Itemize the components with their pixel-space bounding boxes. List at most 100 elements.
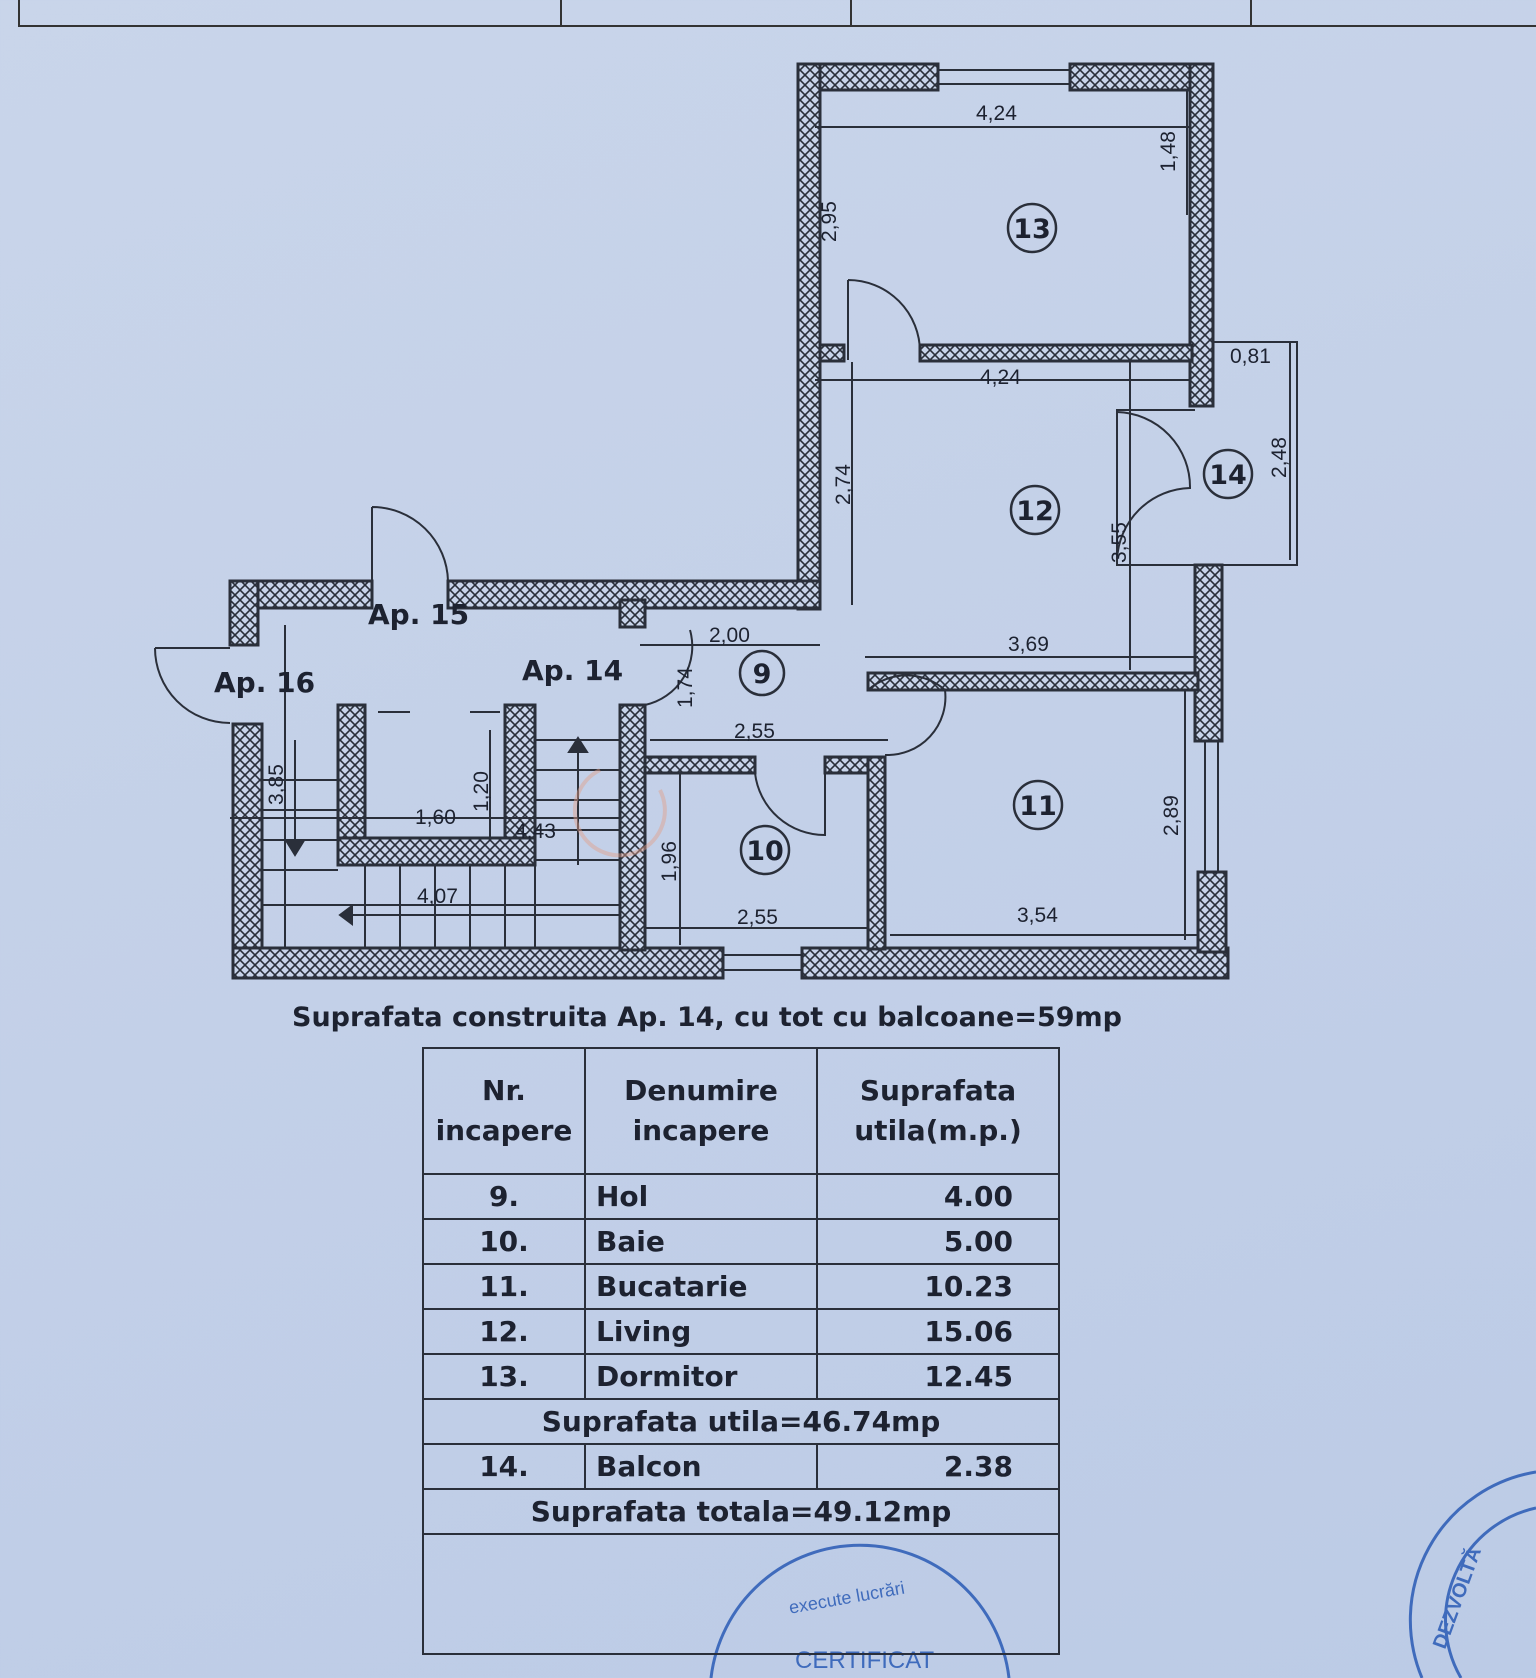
dimension-label: 3,54 bbox=[1017, 904, 1058, 927]
room-name: Balcon bbox=[584, 1443, 818, 1490]
room-name: Dormitor bbox=[584, 1353, 818, 1400]
room-nr: 9. bbox=[422, 1173, 586, 1220]
room-circle bbox=[1006, 202, 1058, 254]
door-arc bbox=[847, 279, 921, 360]
wall bbox=[643, 755, 757, 775]
dimension-label: 1,48 bbox=[1157, 131, 1180, 172]
built-area-caption: Suprafata construita Ap. 14, cu tot cu b… bbox=[292, 1002, 1122, 1033]
room-numbers: 13 12 14 9 10 11 bbox=[746, 214, 1247, 867]
room-number: 11 bbox=[1019, 791, 1057, 822]
wall bbox=[618, 703, 647, 952]
dimension-label: 2,74 bbox=[832, 464, 855, 505]
empty-cell bbox=[422, 1533, 1060, 1655]
header-useful-area: Suprafata utila(m.p.) bbox=[816, 1047, 1060, 1175]
dimension-label: 2,00 bbox=[709, 624, 750, 647]
dimension-label: 4,24 bbox=[980, 366, 1021, 389]
dimension-label: 1,60 bbox=[415, 806, 456, 829]
wall bbox=[618, 598, 647, 629]
room-circle bbox=[1202, 448, 1254, 500]
wall bbox=[866, 755, 887, 951]
wall bbox=[231, 722, 264, 980]
dimension-label: 4,24 bbox=[976, 102, 1017, 125]
header-room-number: Nr. incapere bbox=[422, 1047, 586, 1175]
apartment-label: Ap. 14 bbox=[522, 654, 623, 687]
door-arc bbox=[1116, 411, 1192, 561]
stair-treads bbox=[262, 625, 620, 948]
dimension-label: 1,74 bbox=[674, 667, 697, 708]
wall bbox=[818, 343, 846, 363]
dimension-label: 2,89 bbox=[1160, 795, 1183, 836]
room-name: Baie bbox=[584, 1218, 818, 1265]
rooms-table: Nr. incapere Denumire incapere Suprafata… bbox=[422, 1047, 1060, 1655]
dimension-label: 1,96 bbox=[658, 841, 681, 882]
room-number: 13 bbox=[1013, 214, 1051, 245]
dimension-label: 1,20 bbox=[470, 771, 493, 812]
top-table-fragment bbox=[18, 0, 1536, 27]
room-name: Living bbox=[584, 1308, 818, 1355]
room-number: 10 bbox=[746, 836, 784, 867]
dimension-label: 4,07 bbox=[417, 885, 458, 908]
room-area: 4.00 bbox=[816, 1173, 1060, 1220]
room-area: 12.45 bbox=[816, 1353, 1060, 1400]
room-nr: 11. bbox=[422, 1263, 586, 1310]
stamp-cadastru: DEZVOLTĂ bbox=[1408, 1470, 1536, 1678]
door-arc bbox=[754, 772, 826, 837]
room-nr: 13. bbox=[422, 1353, 586, 1400]
door-arc bbox=[154, 647, 231, 724]
dimension-label: 2,55 bbox=[737, 906, 778, 929]
room-number-circles bbox=[738, 202, 1254, 876]
wall bbox=[231, 946, 725, 980]
room-nr: 14. bbox=[422, 1443, 586, 1490]
room-area: 15.06 bbox=[816, 1308, 1060, 1355]
apartment-labels: Ap. 15 Ap. 16 Ap. 14 bbox=[214, 598, 623, 699]
svg-text:DEZVOLTĂ: DEZVOLTĂ bbox=[1428, 1544, 1486, 1652]
empty-row bbox=[422, 1533, 1060, 1655]
dimension-label: 2,55 bbox=[734, 720, 775, 743]
wall bbox=[336, 836, 537, 867]
room-area: 2.38 bbox=[816, 1443, 1060, 1490]
room-circle bbox=[738, 649, 786, 697]
room-nr: 10. bbox=[422, 1218, 586, 1265]
svn-watermark-logo bbox=[572, 768, 667, 858]
table-header-row: Nr. incapere Denumire incapere Suprafata… bbox=[422, 1047, 1060, 1175]
header-room-name: Denumire incapere bbox=[584, 1047, 818, 1175]
dimension-label: 3,69 bbox=[1008, 633, 1049, 656]
wall bbox=[1193, 563, 1224, 743]
dimension-label: 2,95 bbox=[818, 201, 841, 242]
lines bbox=[154, 69, 1298, 971]
dimension-label: 3,55 bbox=[1108, 522, 1131, 563]
wall bbox=[866, 671, 1200, 692]
room-nr: 12. bbox=[422, 1308, 586, 1355]
dimension-label: 2,48 bbox=[1268, 437, 1291, 478]
room-circle bbox=[1012, 779, 1064, 831]
apartment-label: Ap. 16 bbox=[214, 666, 315, 699]
room-name: Hol bbox=[584, 1173, 818, 1220]
useful-total-row: Suprafata utila=46.74mp bbox=[422, 1398, 1060, 1445]
wall bbox=[796, 62, 822, 611]
useful-total: Suprafata utila=46.74mp bbox=[422, 1398, 1060, 1445]
wall bbox=[918, 343, 1194, 363]
grand-total-row: Suprafata totala=49.12mp bbox=[422, 1488, 1060, 1535]
wall bbox=[800, 946, 1230, 980]
door-arc bbox=[644, 629, 694, 706]
room-number: 9 bbox=[753, 659, 772, 690]
dimension-label: 4,43 bbox=[515, 820, 556, 843]
apartment-label: Ap. 15 bbox=[368, 598, 469, 631]
room-name: Bucatarie bbox=[584, 1263, 818, 1310]
dimension-label: 3,85 bbox=[265, 764, 288, 805]
room-area: 5.00 bbox=[816, 1218, 1060, 1265]
room-circle bbox=[1009, 484, 1061, 536]
wall bbox=[1188, 62, 1215, 408]
room-area: 10.23 bbox=[816, 1263, 1060, 1310]
wall bbox=[228, 579, 260, 647]
dimension-label: 0,81 bbox=[1230, 345, 1271, 368]
door-arc bbox=[867, 674, 947, 757]
room-number: 12 bbox=[1016, 496, 1054, 527]
wall bbox=[1196, 870, 1228, 954]
walls bbox=[228, 62, 1230, 980]
